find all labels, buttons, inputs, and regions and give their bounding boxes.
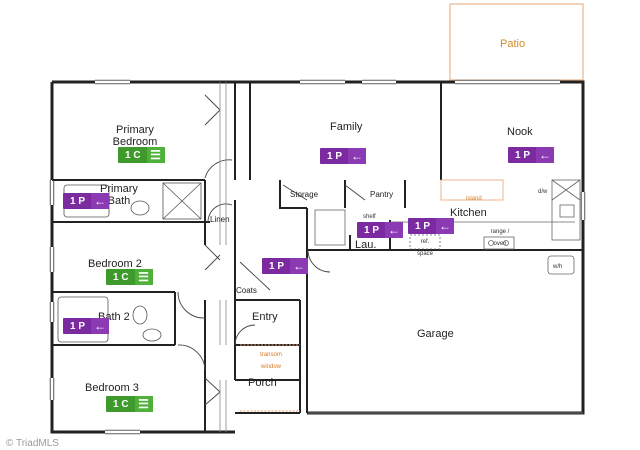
arrow-left-icon: ← — [290, 258, 309, 274]
primary-bedroom-badge[interactable]: 1 C ☰ — [118, 147, 165, 163]
nook-label: Nook — [507, 126, 533, 138]
storage-label: Storage — [290, 190, 319, 199]
bedroom2-label: Bedroom 2 — [88, 258, 142, 270]
bedroom3-badge[interactable]: 1 C ☰ — [106, 396, 153, 412]
laundry-label: Lau. — [355, 239, 377, 251]
shelf-label: shelf — [363, 214, 376, 220]
bath2-badge[interactable]: 1 P ← — [63, 318, 110, 334]
bed-icon: ☰ — [134, 269, 153, 285]
kitchen-badge-a[interactable]: 1 P ← — [408, 218, 455, 234]
hall-badge[interactable]: 1 P ← — [262, 258, 309, 274]
garage-label: Garage — [417, 328, 454, 340]
patio-label: Patio — [500, 38, 526, 50]
family-badge[interactable]: 1 P ← — [320, 148, 367, 164]
credit-watermark: © TriadMLS — [6, 438, 59, 449]
kitchen-badge-b[interactable]: 1 P ← — [357, 222, 404, 238]
arrow-left-icon: ← — [385, 222, 404, 238]
arrow-left-icon: ← — [536, 147, 555, 163]
family-label: Family — [330, 121, 363, 133]
arrow-left-icon: ← — [436, 218, 455, 234]
bedroom3-label: Bedroom 3 — [85, 382, 139, 394]
primary-bath-label: Primary Bath — [100, 183, 138, 207]
island-label: island — [466, 196, 482, 202]
range-oven-label: range / oven — [490, 229, 510, 247]
dw-label: d/w — [538, 189, 548, 195]
arrow-left-icon: ← — [91, 318, 110, 334]
primary-bedroom-label: Primary Bedroom — [112, 124, 158, 148]
kitchen-label: Kitchen — [450, 207, 487, 219]
wh-label: w/h — [553, 264, 563, 270]
arrow-left-icon: ← — [91, 193, 110, 209]
ref-space-label: ref. space — [416, 239, 433, 257]
transom-window-label: transom window — [260, 352, 282, 370]
primary-bath-badge[interactable]: 1 P ← — [63, 193, 110, 209]
linen-label: Linen — [210, 215, 230, 224]
door-swings — [177, 94, 366, 406]
bedroom2-badge[interactable]: 1 C ☰ — [106, 269, 153, 285]
porch-label: Porch — [248, 377, 277, 389]
coats-label: Coats — [236, 286, 257, 295]
arrow-left-icon: ← — [348, 148, 367, 164]
bed-icon: ☰ — [134, 396, 153, 412]
bed-icon: ☰ — [146, 147, 165, 163]
entry-label: Entry — [252, 311, 278, 323]
nook-badge[interactable]: 1 P ← — [508, 147, 555, 163]
primary-bath-fixtures — [63, 182, 202, 220]
pantry-label: Pantry — [370, 190, 394, 199]
